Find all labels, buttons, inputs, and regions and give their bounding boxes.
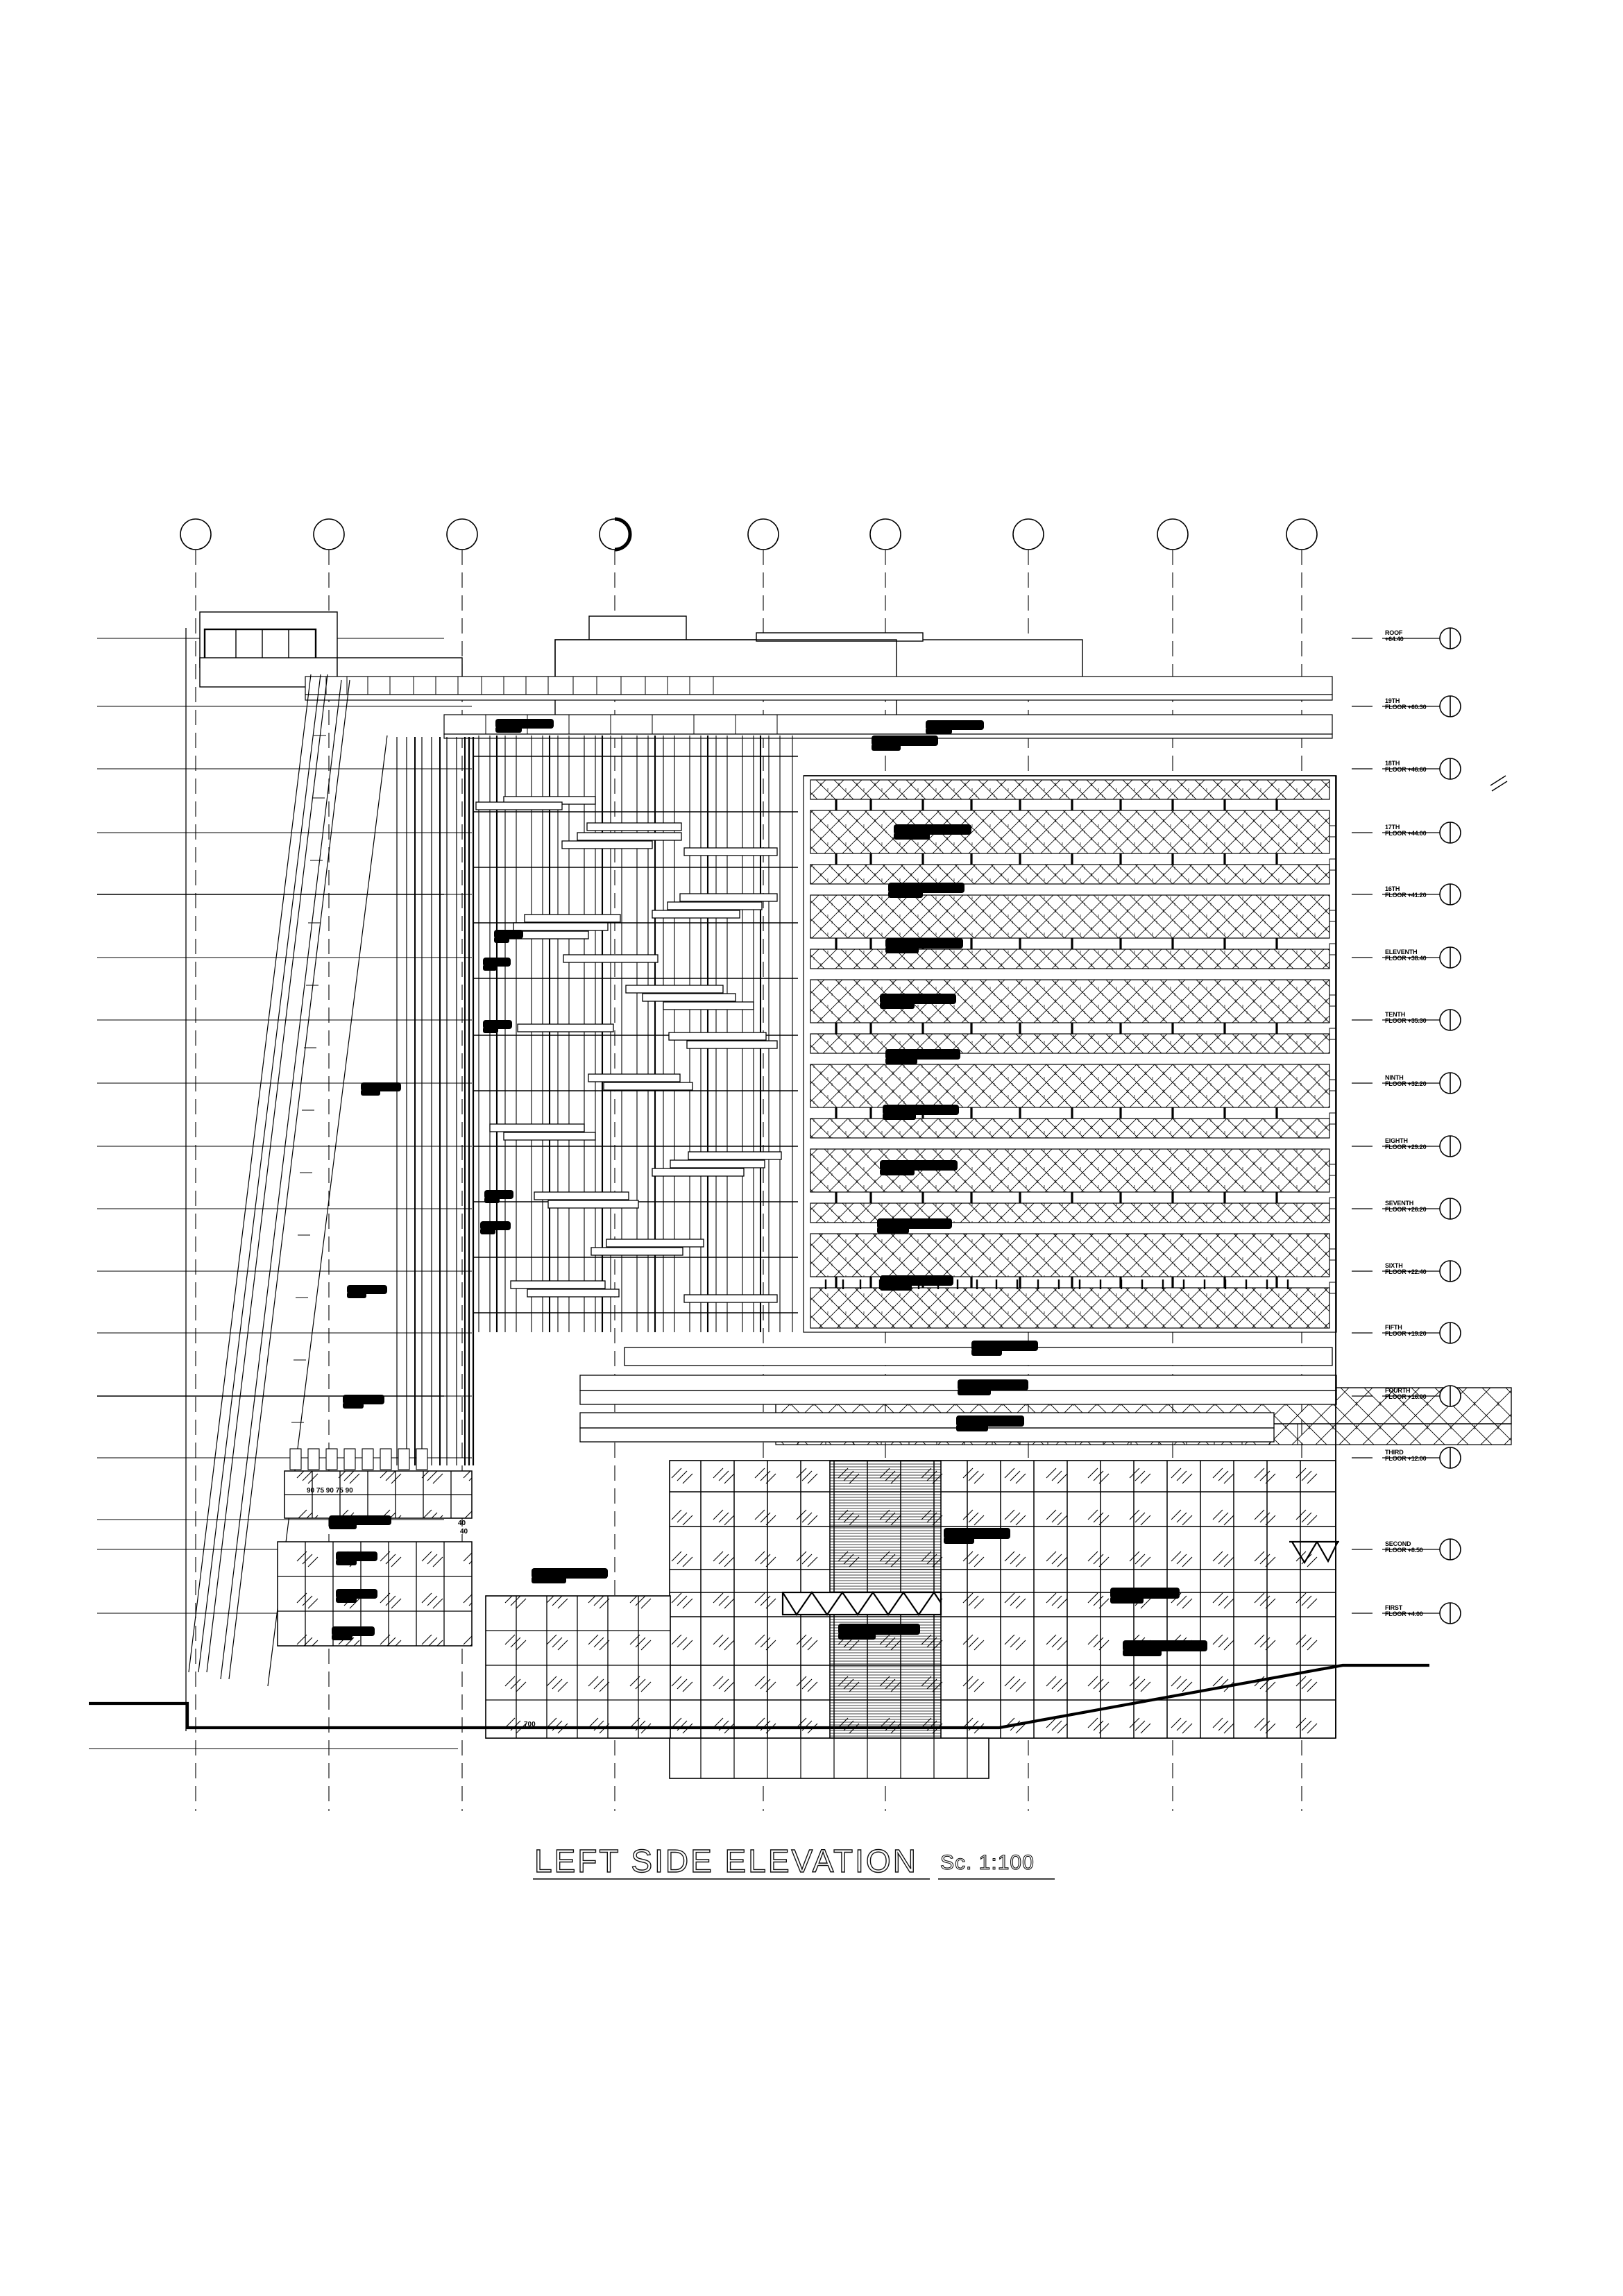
crosshatch-band xyxy=(579,1347,1512,1445)
drawing-scale: Sc. 1:100 xyxy=(940,1851,1035,1874)
level-tag-name: ELEVENTH xyxy=(1385,949,1418,955)
parapet-bands xyxy=(305,676,1333,739)
level-tag-name: SIXTH xyxy=(1385,1262,1403,1269)
level-tag-elev: FLOOR +41.20 xyxy=(1385,892,1427,899)
level-symbol xyxy=(1289,1540,1339,1565)
level-tag-name: 16TH xyxy=(1385,885,1400,892)
level-bubble-group xyxy=(1439,627,1461,1624)
level-tag-elev: FLOOR +35.30 xyxy=(1385,1017,1427,1024)
level-tag-name: TENTH xyxy=(1385,1011,1405,1018)
level-tag-elev: FLOOR +44.00 xyxy=(1385,830,1427,837)
level-tag-name: FIFTH xyxy=(1385,1324,1402,1331)
level-tag-name: SECOND xyxy=(1385,1540,1411,1547)
level-tag-name: FOURTH xyxy=(1385,1387,1411,1394)
registration-mark xyxy=(1490,775,1508,792)
level-tag-name: 18TH xyxy=(1385,760,1400,767)
level-tag-elev: FLOOR +19.20 xyxy=(1385,1330,1427,1337)
level-tag-elev: FLOOR +32.20 xyxy=(1385,1080,1427,1087)
dimension-text: 90 75 90 75 90 xyxy=(307,1487,353,1495)
level-tag-name: ROOF xyxy=(1385,629,1403,636)
level-tag-elev: FLOOR +12.00 xyxy=(1385,1455,1427,1462)
level-tag-elev: FLOOR +4.00 xyxy=(1385,1610,1423,1617)
lower-left-glazing xyxy=(277,1448,473,1647)
level-tag-name: SEVENTH xyxy=(1385,1200,1414,1207)
dimension-text: 700 xyxy=(524,1721,536,1728)
level-tag-elev: FLOOR +26.20 xyxy=(1385,1206,1427,1213)
grid-bubble-group xyxy=(180,517,1318,552)
level-tag-elev: FLOOR +16.00 xyxy=(1385,1393,1427,1400)
level-tag-elev: FLOOR +46.60 xyxy=(1385,766,1427,773)
podium-curtain-wall xyxy=(485,1460,1336,1779)
level-tag-elev: FLOOR +22.40 xyxy=(1385,1268,1427,1275)
level-tag-name: EIGHTH xyxy=(1385,1137,1408,1144)
level-tag-name: 17TH xyxy=(1385,824,1400,831)
level-tag-elev: +64.40 xyxy=(1385,636,1404,643)
level-tag-elev: FLOOR +60.30 xyxy=(1385,704,1427,711)
level-tag-name: NINTH xyxy=(1385,1074,1404,1081)
facade-callout-annotations xyxy=(329,719,1207,1656)
building-outline xyxy=(804,775,1336,1738)
dimension-text: 40 xyxy=(458,1520,466,1527)
level-tag-name: THIRD xyxy=(1385,1449,1404,1456)
ground-line xyxy=(89,1663,1429,1749)
vertical-fin-screen xyxy=(473,735,798,1332)
dimension-text: 40 xyxy=(460,1528,468,1536)
level-leader-lines xyxy=(1352,638,1441,1614)
sloped-louver-screen xyxy=(188,674,475,1687)
level-tag: ROOF+64.40 xyxy=(1385,630,1404,643)
level-tag-name: 19TH xyxy=(1385,697,1400,704)
tower-facade xyxy=(803,775,1337,1333)
level-tag-name: FIRST xyxy=(1385,1604,1402,1611)
level-tag-elev: FLOOR +29.20 xyxy=(1385,1143,1427,1150)
level-tag-elev: FLOOR +38.40 xyxy=(1385,955,1427,962)
level-tag-elev: FLOOR +8.50 xyxy=(1385,1547,1423,1554)
page-title: LEFT SIDE ELEVATION xyxy=(534,1842,918,1879)
